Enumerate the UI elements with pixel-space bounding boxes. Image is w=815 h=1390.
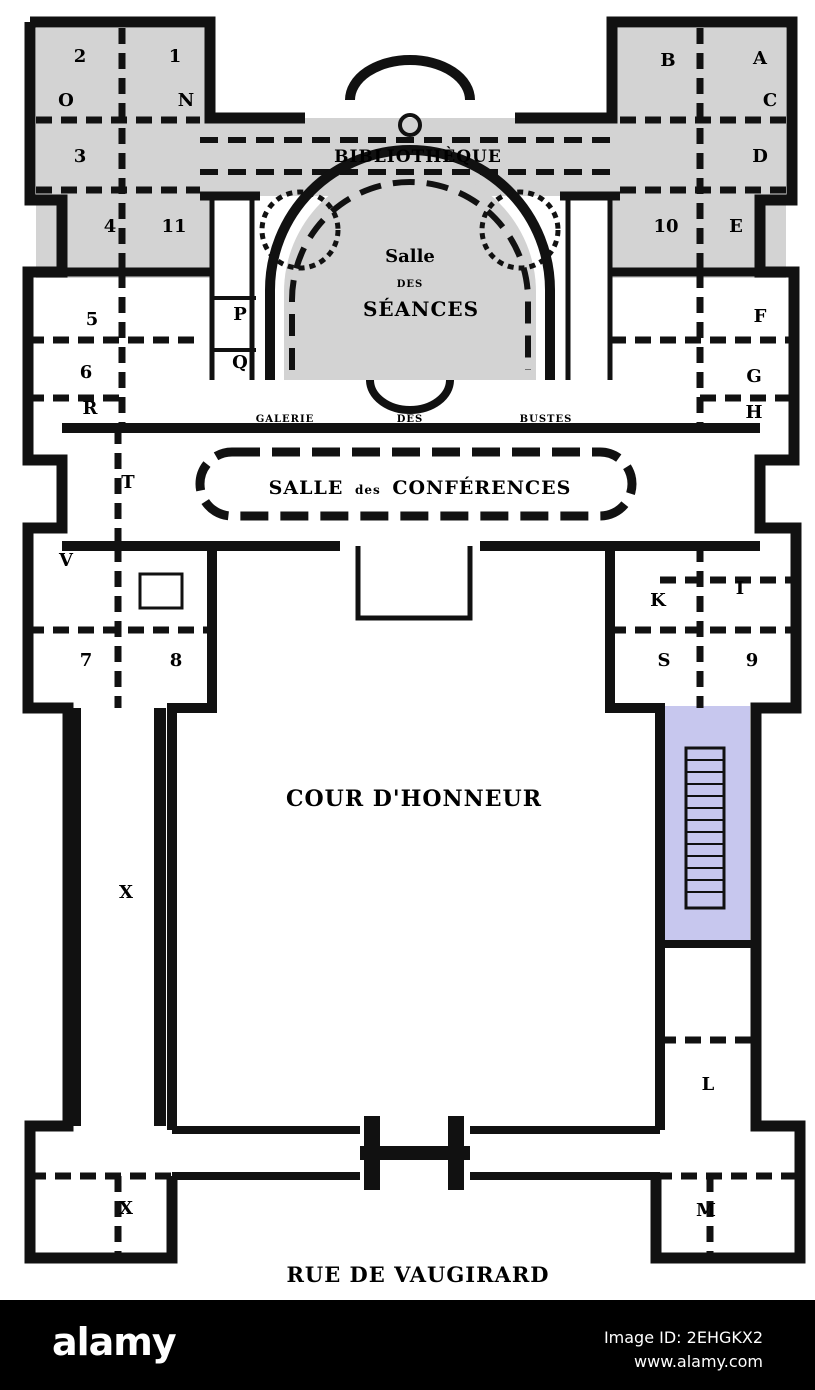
session-hall-label-2: DES: [397, 279, 424, 290]
watermark-footer: alamy Image ID: 2EHGKX2 www.alamy.com: [0, 1300, 815, 1390]
gallery-label-2: DES: [397, 414, 424, 425]
room-1: 1: [169, 46, 182, 67]
room-F: F: [754, 306, 767, 327]
room-A: A: [752, 48, 768, 69]
image-id: Image ID: 2EHGKX2: [603, 1328, 763, 1347]
room-B: B: [660, 50, 675, 71]
plan-labels: BIBLIOTHÈQUE Salle DES SÉANCES GALERIE D…: [58, 46, 777, 1287]
session-hall-label-1: Salle: [385, 246, 435, 267]
image-meta: Image ID: 2EHGKX2 www.alamy.com: [604, 1326, 763, 1374]
room-M: M: [696, 1200, 716, 1221]
room-5: 5: [86, 309, 99, 330]
room-G: G: [746, 366, 761, 387]
room-N: N: [178, 90, 194, 111]
room-P: P: [233, 304, 247, 325]
library-label: BIBLIOTHÈQUE: [334, 146, 502, 167]
library-wing-shading: [36, 28, 786, 380]
alamy-logo: alamy: [52, 1320, 177, 1364]
room-2: 2: [74, 46, 87, 67]
room-6: 6: [80, 362, 93, 383]
gallery-label-3: BUSTES: [520, 414, 573, 425]
room-4: 4: [104, 216, 117, 237]
room-K: K: [650, 590, 667, 611]
room-O: O: [58, 90, 74, 111]
street-label: RUE DE VAUGIRARD: [286, 1262, 549, 1287]
room-7: 7: [80, 650, 93, 671]
session-hall-label-3: SÉANCES: [363, 297, 479, 321]
room-S: S: [658, 650, 671, 671]
courtyard-label: COUR D'HONNEUR: [286, 786, 542, 812]
room-R: R: [83, 398, 99, 419]
room-V: V: [58, 550, 74, 571]
gallery-label-1: GALERIE: [256, 414, 315, 425]
room-9: 9: [746, 650, 759, 671]
room-11: 11: [161, 216, 186, 237]
stair-hall-shading: [658, 706, 750, 944]
room-L: L: [702, 1074, 715, 1095]
room-C: C: [763, 90, 777, 111]
room-I: I: [736, 578, 744, 599]
room-10: 10: [653, 216, 678, 237]
room-Q: Q: [232, 352, 248, 373]
floor-plan: BIBLIOTHÈQUE Salle DES SÉANCES GALERIE D…: [22, 16, 806, 1287]
room-8: 8: [170, 650, 183, 671]
room-3: 3: [74, 146, 87, 167]
room-D: D: [752, 146, 768, 167]
conference-hall-label: SALLE des CONFÉRENCES: [269, 476, 572, 499]
room-X-corner: X: [119, 1198, 133, 1219]
room-T: T: [121, 472, 135, 493]
site-url: www.alamy.com: [634, 1352, 763, 1371]
walls: [22, 16, 806, 1264]
room-X-corridor: X: [119, 882, 133, 903]
room-E: E: [729, 216, 743, 237]
room-H: H: [745, 402, 762, 423]
